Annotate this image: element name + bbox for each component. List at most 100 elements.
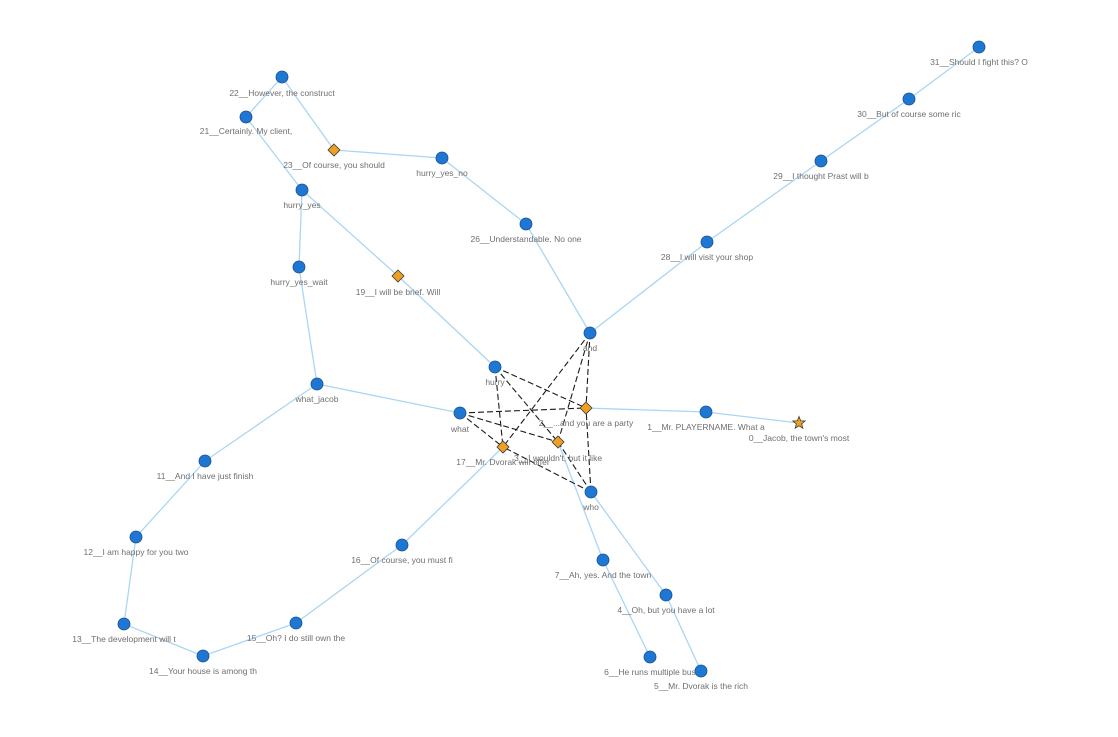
node-label-what: what	[450, 424, 470, 434]
edge-hurry_yes_no-n23	[333, 149, 443, 159]
node-n13[interactable]	[117, 617, 131, 631]
node-layer	[117, 40, 986, 678]
node-label-n23: 23__Of course, you should	[283, 160, 385, 170]
edge-n4-n5	[665, 594, 702, 672]
edge-who-n3	[557, 441, 592, 493]
node-label-n12: 12__I am happy for you two	[84, 547, 189, 557]
node-n14[interactable]	[196, 649, 210, 663]
edge-n26-hurry_yes_no	[441, 157, 527, 225]
node-what[interactable]	[453, 406, 467, 420]
edge-hurry_yes-n19	[301, 189, 399, 277]
edge-hurry-n17	[494, 366, 504, 448]
node-n28[interactable]	[700, 235, 714, 249]
node-n5[interactable]	[694, 664, 708, 678]
edge-n22-n21	[245, 76, 283, 118]
edge-n13-n14	[123, 623, 204, 657]
node-and[interactable]	[583, 326, 597, 340]
edge-n28-and	[589, 241, 708, 334]
node-n6[interactable]	[643, 650, 657, 664]
node-n26[interactable]	[519, 217, 533, 231]
node-hurry_yes_wait[interactable]	[292, 260, 306, 274]
edge-who-n17	[502, 446, 592, 493]
edge-n19-hurry	[397, 275, 496, 368]
edge-and-n3	[557, 332, 591, 443]
edge-n30-n29	[820, 98, 910, 162]
node-label-n7: 7__Ah, yes. And the town	[555, 570, 652, 580]
edge-layer	[123, 46, 980, 672]
edge-and-n2	[585, 332, 591, 409]
edge-what_jacob-n11	[204, 383, 318, 462]
node-label-n21: 21__Certainly. My client,	[200, 126, 292, 136]
edge-n21-hurry_yes	[245, 116, 303, 191]
node-label-n5: 5__Mr. Dvorak is the rich	[654, 681, 748, 691]
node-n16[interactable]	[395, 538, 409, 552]
node-n7[interactable]	[596, 553, 610, 567]
edge-n23-n22	[281, 76, 335, 151]
node-hurry[interactable]	[488, 360, 502, 374]
edge-hurry-n3	[494, 366, 559, 443]
node-n11[interactable]	[198, 454, 212, 468]
node-n3[interactable]	[551, 435, 565, 449]
node-n19[interactable]	[391, 269, 405, 283]
node-label-n4: 4__Oh, but you have a lot	[617, 605, 715, 615]
edge-what_jacob-what	[316, 383, 461, 414]
edge-n31-n30	[908, 46, 980, 100]
edge-what-n17	[459, 412, 504, 448]
node-n23[interactable]	[327, 143, 341, 157]
node-label-n3: 3__I wouldn't, but it like	[514, 453, 602, 463]
edge-n11-n12	[135, 460, 206, 538]
node-label-n26: 26__Understandable. No one	[470, 234, 581, 244]
label-layer: 31__Should I fight this? O 30__But of cou…	[72, 57, 1028, 691]
edge-hurry-n2	[494, 366, 587, 409]
node-n0[interactable]	[791, 415, 807, 430]
node-label-n13: 13__The development will t	[72, 634, 176, 644]
edge-hurry_yes-hurry_yes_wait	[298, 189, 303, 268]
node-label-n15: 15__Oh? I do still own the	[247, 633, 346, 643]
edge-what-n2	[459, 407, 587, 414]
edge-n1-n0	[705, 411, 800, 424]
edge-n2-n1	[585, 407, 707, 413]
edge-and-n17	[502, 332, 591, 448]
node-hurry_yes[interactable]	[295, 183, 309, 197]
node-n30[interactable]	[902, 92, 916, 106]
node-n29[interactable]	[814, 154, 828, 168]
edge-n14-n15	[202, 622, 297, 657]
node-label-what_jacob: what_jacob	[294, 394, 338, 404]
node-n17[interactable]	[496, 440, 510, 454]
edge-n29-n28	[706, 160, 822, 243]
node-label-n14: 14__Your house is among th	[149, 666, 257, 676]
node-label-n1: 1__Mr. PLAYERNAME. What a	[647, 422, 765, 432]
node-label-hurry_yes_no: hurry_yes_no	[416, 168, 468, 178]
node-n31[interactable]	[972, 40, 986, 54]
node-n2[interactable]	[579, 401, 593, 415]
edge-n7-n6	[602, 559, 651, 658]
node-label-who: who	[582, 502, 599, 512]
node-what_jacob[interactable]	[310, 377, 324, 391]
node-label-hurry: hurry	[485, 377, 505, 387]
node-label-hurry_yes_wait: hurry_yes_wait	[270, 277, 328, 287]
node-n21[interactable]	[239, 110, 253, 124]
node-label-and: and	[583, 343, 597, 353]
node-label-n28: 28__I will visit your shop	[661, 252, 753, 262]
node-label-n31: 31__Should I fight this? O	[930, 57, 1028, 67]
node-n1[interactable]	[699, 405, 713, 419]
node-who[interactable]	[584, 485, 598, 499]
node-n22[interactable]	[275, 70, 289, 84]
node-n15[interactable]	[289, 616, 303, 630]
node-label-n22: 22__However, the construct	[229, 88, 335, 98]
node-hurry_yes_no[interactable]	[435, 151, 449, 165]
node-label-n2: 2__...and you are a party	[539, 418, 634, 428]
node-n12[interactable]	[129, 530, 143, 544]
node-label-n17: 17__Mr. Dvorak will offer	[456, 457, 550, 467]
node-label-n11: 11__And I have just finish	[157, 471, 254, 481]
edge-n15-n16	[295, 544, 403, 624]
node-n4[interactable]	[659, 588, 673, 602]
node-label-n16: 16__Of course, you must fi	[351, 555, 453, 565]
node-label-n0: 0__Jacob, the town's most	[749, 433, 850, 443]
edge-who-n4	[590, 491, 667, 596]
node-label-n19: 19__I will be brief. Will	[356, 287, 441, 297]
node-label-n6: 6__He runs multiple bus	[604, 667, 696, 677]
edge-n12-n13	[123, 536, 137, 625]
node-label-n30: 30__But of course some ric	[857, 109, 961, 119]
